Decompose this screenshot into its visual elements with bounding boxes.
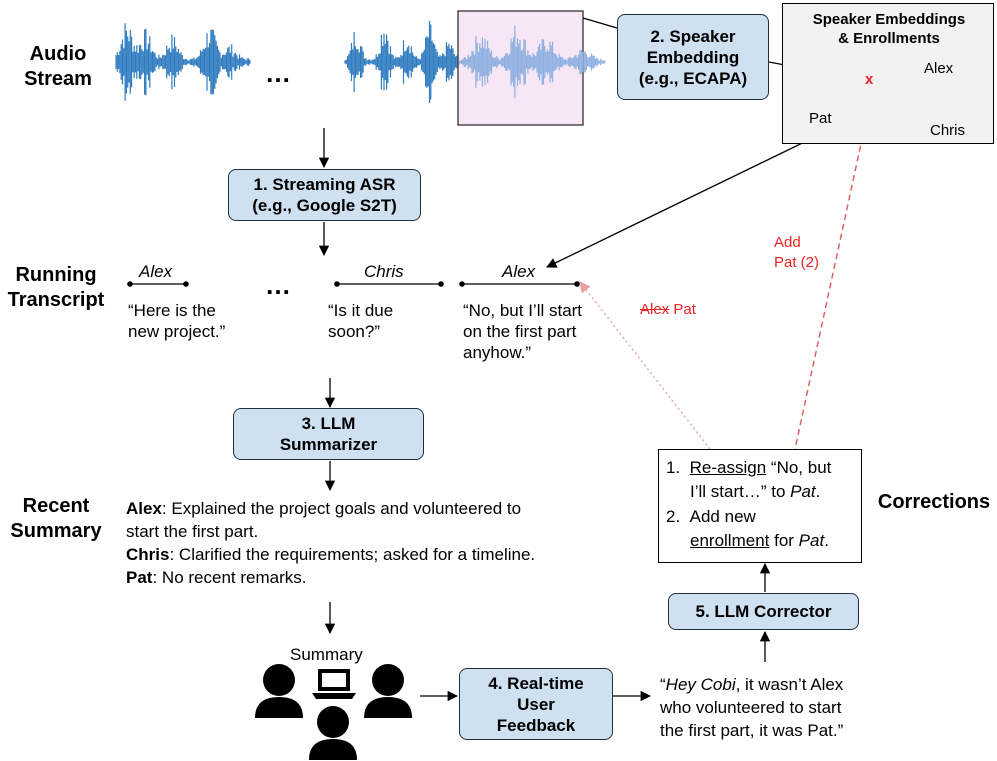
segment-3-speaker: Alex	[502, 262, 536, 281]
running-transcript-label: Running Transcript	[7, 264, 105, 311]
segment-1-text: “Here is the new project.”	[128, 301, 226, 341]
laptop-icon	[312, 669, 356, 699]
segment-3-text: “No, but I’ll start on the first part an…	[463, 301, 583, 362]
embeddings-panel	[782, 3, 994, 144]
user-icon-left	[255, 664, 303, 718]
summary-item-alex: Alex: Explained the project goals and vo…	[126, 499, 522, 518]
embeddings-panel-title: Speaker Embeddings & Enrollments	[812, 11, 966, 47]
speaker-embedding-box: 2. Speaker Embedding (e.g., ECAPA)	[617, 14, 769, 100]
user-icon-right	[364, 664, 412, 718]
users-summary-label: Summary	[290, 645, 363, 664]
speaker-span-alex-1	[127, 281, 189, 287]
audio-waveform-highlighted	[458, 25, 606, 99]
feedback-quote: “Hey Cobi, it wasn’t Alex who volunteere…	[660, 675, 844, 740]
segment-1-speaker: Alex	[139, 262, 173, 281]
reassign-dotted-arrow	[579, 281, 711, 450]
segment-2-speaker: Chris	[364, 262, 404, 281]
embedding-label-chris: Chris	[930, 122, 966, 139]
correction-item-1: 1. Re-assign “No, but I’ll start…” to Pa…	[666, 458, 832, 501]
corrections-label: Corrections	[877, 491, 991, 513]
embedding-label-pat: Pat	[809, 110, 832, 127]
new-embedding-marker: x	[865, 71, 874, 88]
speaker-span-chris	[334, 281, 444, 287]
segment-2-text: “Is it due soon?”	[328, 301, 394, 341]
llm-corrector-box: 5. LLM Corrector	[668, 593, 859, 630]
streaming-asr-box: 1. Streaming ASR (e.g., Google S2T)	[228, 169, 421, 221]
transcript-ellipsis: …	[265, 270, 291, 300]
highlight-to-embedding-line	[582, 17, 618, 29]
realtime-feedback-box: 4. Real-time User Feedback	[459, 668, 613, 740]
audio-waveform-left	[115, 23, 251, 101]
summary-item-chris: Chris: Clarified the requirements; asked…	[126, 545, 536, 564]
user-icon-bottom	[309, 706, 357, 760]
summary-list: Alex: Explained the project goals and vo…	[126, 497, 626, 589]
audio-waveform-right	[344, 21, 458, 103]
llm-summarizer-box: 3. LLM Summarizer	[233, 408, 424, 460]
corrections-box: 1. Re-assign “No, but I’ll start…” to Pa…	[658, 449, 862, 563]
recent-summary-label: Recent Summary	[10, 495, 102, 542]
audio-ellipsis: …	[265, 58, 291, 88]
add-pat-note: Add Pat (2)	[774, 234, 820, 271]
correction-item-2: 2. Add new enrollment for Pat.	[666, 507, 829, 550]
summary-item-pat: Pat: No recent remarks.	[126, 568, 307, 587]
reassign-note: Alex Pat	[640, 301, 696, 318]
speaker-span-alex-2	[459, 281, 580, 287]
summary-item-alex-cont: start the first part.	[126, 522, 259, 541]
embedding-label-alex: Alex	[924, 60, 954, 77]
audio-stream-label: Audio Stream	[24, 43, 92, 90]
